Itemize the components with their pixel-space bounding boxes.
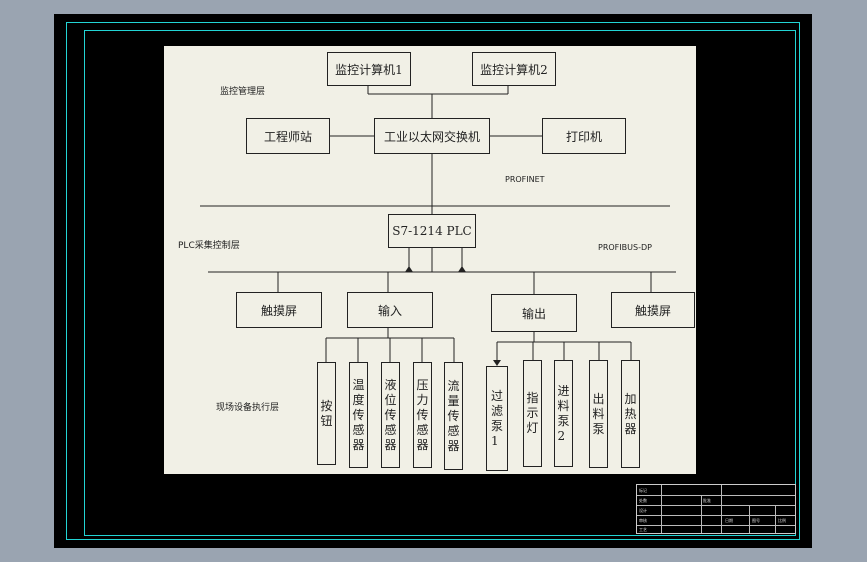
title-cell: 比例 xyxy=(778,518,786,523)
layer-label-field: 现场设备执行层 xyxy=(216,403,280,413)
input-module: 输入 xyxy=(347,292,433,328)
bus-label-profibus: PROFIBUS-DP xyxy=(598,243,652,252)
title-cell: 批准 xyxy=(703,498,711,503)
output-module: 输出 xyxy=(491,294,577,332)
drawing-title-block: 标记 处数 设计 审核 工艺 批准 日期 图号 比例 xyxy=(636,484,796,534)
touch-screen-right: 触摸屏 xyxy=(611,292,695,328)
title-cell: 标记 xyxy=(639,488,647,493)
output-device: 指示灯 xyxy=(523,360,542,467)
monitor-computer-1: 监控计算机1 xyxy=(327,52,411,86)
input-device: 温度传感器 xyxy=(349,362,368,468)
output-device: 加热器 xyxy=(621,360,640,468)
layer-label-monitor: 监控管理层 xyxy=(220,87,266,97)
input-device: 液位传感器 xyxy=(381,362,400,468)
monitor-computer-2: 监控计算机2 xyxy=(472,52,556,86)
plc-controller: S7-1214 PLC xyxy=(388,214,476,248)
input-device: 流量传感器 xyxy=(444,362,463,470)
touch-screen-left: 触摸屏 xyxy=(236,292,322,328)
layer-label-plc: PLC采集控制层 xyxy=(178,241,240,251)
drawing-border-outer xyxy=(66,22,800,540)
input-device: 压力传感器 xyxy=(413,362,432,468)
ethernet-switch: 工业以太网交换机 xyxy=(374,118,490,154)
system-architecture-diagram: 监控管理层 PLC采集控制层 现场设备执行层 PROFINET PROFIBUS… xyxy=(164,46,696,474)
drawing-border-inner xyxy=(84,30,796,536)
connector-lines xyxy=(200,86,676,366)
title-cell: 设计 xyxy=(639,508,647,513)
title-cell: 处数 xyxy=(639,498,647,503)
title-cell: 日期 xyxy=(725,518,733,523)
input-device: 按钮 xyxy=(317,362,336,465)
engineer-station: 工程师站 xyxy=(246,118,330,154)
printer: 打印机 xyxy=(542,118,626,154)
bus-label-profinet: PROFINET xyxy=(505,175,545,184)
title-cell: 图号 xyxy=(752,518,760,523)
title-cell: 工艺 xyxy=(639,527,647,532)
output-device: 出料泵 xyxy=(589,360,608,468)
title-cell: 审核 xyxy=(639,518,647,523)
